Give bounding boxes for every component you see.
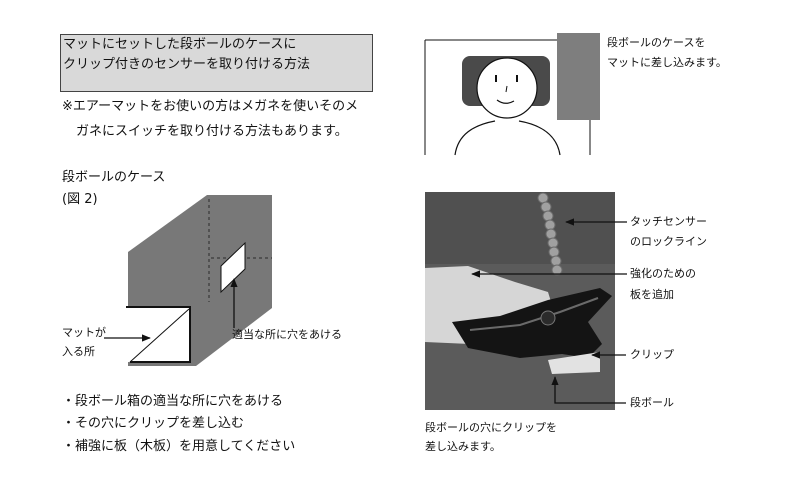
clip-spring (540, 310, 556, 326)
sensor-bead (542, 210, 554, 222)
board-label-line-2: 板を追加 (630, 288, 674, 301)
sensor-bead (545, 228, 557, 240)
clip-highlight (469, 297, 599, 331)
step-item: ・補強に板（木板）を用意してください (62, 439, 296, 454)
case-hole (220, 241, 246, 294)
opening-label-line-1: マットが (62, 326, 106, 339)
mat-opening (128, 307, 190, 362)
case-figure-title: 段ボールのケース (62, 170, 166, 185)
nose (505, 85, 508, 93)
title-box: マットにセットした段ボールのケースに クリップ付きのセンサーを取り付ける方法 (60, 34, 373, 92)
insert-caption-line-1: 段ボールのケースを (607, 36, 706, 49)
photo-caption-line-1: 段ボールの穴にクリップを (425, 421, 557, 434)
sensor-bead (550, 255, 562, 267)
sensor-bead (551, 264, 563, 276)
step-item: ・その穴にクリップを差し込む (62, 416, 245, 431)
clip-label: クリップ (630, 348, 674, 361)
step-item: ・段ボール箱の適当な所に穴をあける (62, 394, 284, 409)
cardboard-label: 段ボール (630, 396, 674, 409)
clip-photo (425, 192, 615, 410)
sensor-lock-line (537, 192, 563, 276)
photo-shadow (425, 192, 615, 264)
mouth (496, 99, 515, 104)
insert-caption-line-2: マットに差し込みます。 (607, 56, 727, 69)
sensor-bead (544, 219, 556, 231)
sensor-label-line-1: タッチセンサー (630, 215, 707, 228)
cardboard-arrow (551, 376, 626, 404)
note-line-1: ※エアーマットをお使いの方はメガネを使いそのメ (62, 99, 359, 114)
clip-body (452, 288, 612, 358)
note-line-2: ガネにスイッチを取り付ける方法もあります。 (76, 124, 348, 139)
sensor-bead (547, 237, 559, 249)
mat-opening-edge (129, 308, 190, 363)
opening-label-line-2: 入る所 (62, 345, 95, 358)
title-line-1: マットにセットした段ボールのケースに (63, 37, 297, 52)
title-line-2: クリップ付きのセンサーを取り付ける方法 (63, 57, 311, 72)
case-diagram (104, 195, 272, 366)
shoulders (454, 120, 561, 156)
sensor-bead (540, 201, 552, 213)
figure-reference: (図 2) (62, 192, 98, 207)
mat-opening-outline (126, 306, 191, 363)
insert-illustration (424, 33, 600, 156)
sensor-bead (537, 192, 549, 204)
hole-label: 適当な所に穴をあける (232, 328, 342, 341)
cardboard-edge (548, 352, 600, 374)
photo-caption-line-2: 差し込みます。 (425, 440, 501, 453)
sensor-label-line-2: のロックライン (630, 235, 707, 248)
board-label-line-1: 強化のための (630, 267, 696, 280)
inserted-case (557, 33, 600, 120)
sensor-bead (548, 246, 560, 258)
